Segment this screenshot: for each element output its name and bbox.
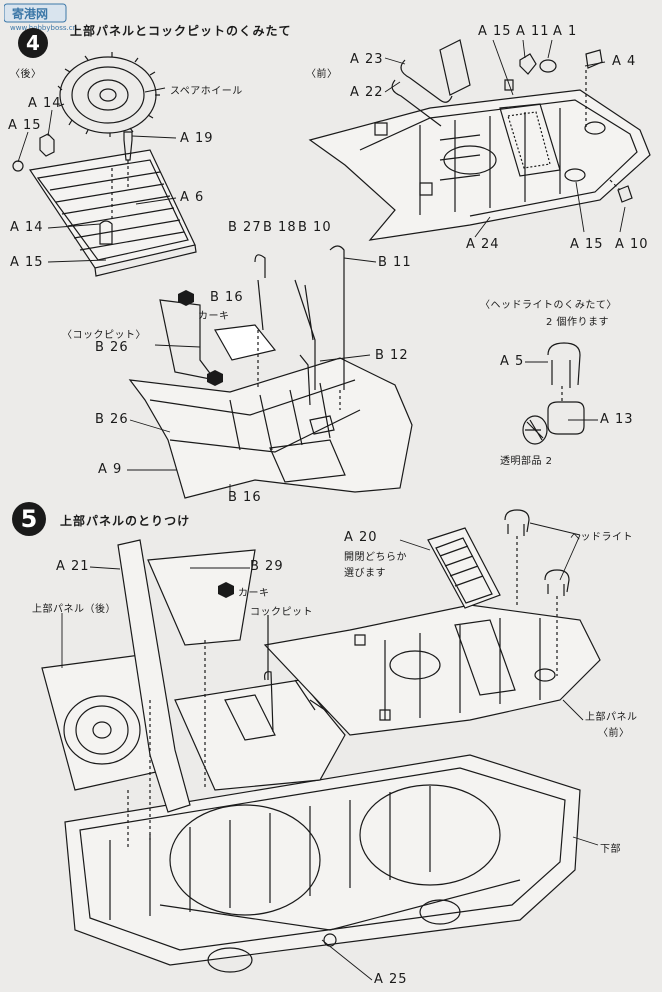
part-a15-right: A 15 — [570, 237, 604, 252]
color-swatches — [178, 290, 234, 598]
headlight-label-step5: ヘッドライト — [570, 532, 633, 543]
part-b16-top: B 16 — [210, 290, 244, 305]
spare-wheel-label: スペアホイール — [170, 86, 243, 97]
part-b18: B 18 — [263, 220, 297, 235]
part-a6: A 6 — [180, 190, 205, 205]
watermark-text: 寄港网 — [12, 7, 49, 21]
rear-label: 〈後〉 — [10, 69, 42, 80]
part-a23: A 23 — [350, 52, 384, 67]
step-4-number: 4 — [18, 28, 48, 58]
part-a4: A 4 — [612, 54, 637, 69]
part-b10: B 10 — [298, 220, 332, 235]
part-a13: A 13 — [600, 412, 634, 427]
part-a21: A 21 — [56, 559, 90, 574]
part-a11: A 11 — [516, 24, 550, 39]
step-5-title: 上部パネルのとりつけ — [60, 514, 191, 528]
part-a10: A 10 — [615, 237, 649, 252]
part-b26-top: B 26 — [95, 340, 129, 355]
part-a15-left: A 15 — [8, 118, 42, 133]
part-a22: A 22 — [350, 85, 384, 100]
leader-lines — [17, 39, 626, 981]
part-b26-mid: B 26 — [95, 412, 129, 427]
part-b16-bot: B 16 — [228, 490, 262, 505]
part-a19: A 19 — [180, 131, 214, 146]
headlight-title-step4: 〈ヘッドライトのくみたて〉 — [480, 300, 617, 311]
part-b12: B 12 — [375, 348, 409, 363]
rear-upper-panel-drawing — [12, 52, 197, 277]
hull-assembly-drawing — [41, 509, 601, 973]
cockpit-label-step4: 〈コックピット〉 — [62, 330, 146, 341]
part-b29: B 29 — [250, 559, 284, 574]
part-a5: A 5 — [500, 354, 525, 369]
a20-note-line2: 選びます — [344, 568, 386, 579]
part-a25: A 25 — [374, 972, 408, 987]
front-label: 〈前〉 — [306, 69, 338, 80]
front-upper-panel-drawing — [308, 39, 651, 241]
part-a9: A 9 — [98, 462, 123, 477]
rear-panel-label: 上部パネル（後） — [32, 604, 116, 615]
step-5-number: 5 — [12, 502, 46, 536]
lower-hull-label: 下部 — [600, 844, 621, 855]
khaki-label-step4: カーキ — [198, 311, 230, 322]
part-b27: B 27 — [228, 220, 262, 235]
part-a15-top: A 15 — [478, 24, 512, 39]
part-a14-mid: A 14 — [10, 220, 44, 235]
part-a15-bot: A 15 — [10, 255, 44, 270]
watermark-logo: 寄港网 www.hobbyboss.cn — [3, 2, 77, 32]
front-panel-label-line2: 〈前〉 — [598, 728, 630, 739]
clear-parts-label: 透明部品 2 — [500, 456, 553, 467]
a20-note-line1: 開閉どちらか — [344, 552, 407, 563]
watermark-url: www.hobbyboss.cn — [10, 24, 78, 32]
khaki-label-step5: カーキ — [238, 588, 270, 599]
cockpit-tub-drawing — [128, 245, 413, 499]
part-a24: A 24 — [466, 237, 500, 252]
headlight-quantity: 2 個作ります — [546, 317, 610, 328]
part-a20: A 20 — [344, 530, 378, 545]
step-4-title: 上部パネルとコックピットのくみたて — [70, 24, 292, 38]
headlight-assembly-drawing — [522, 342, 585, 445]
front-panel-label-line1: 上部パネル — [585, 712, 638, 723]
cockpit-label-step5: コックピット — [250, 607, 313, 618]
part-a1: A 1 — [553, 24, 578, 39]
part-b11: B 11 — [378, 255, 412, 270]
part-a14-top: A 14 — [28, 96, 62, 111]
watermark-graphic — [3, 3, 67, 23]
